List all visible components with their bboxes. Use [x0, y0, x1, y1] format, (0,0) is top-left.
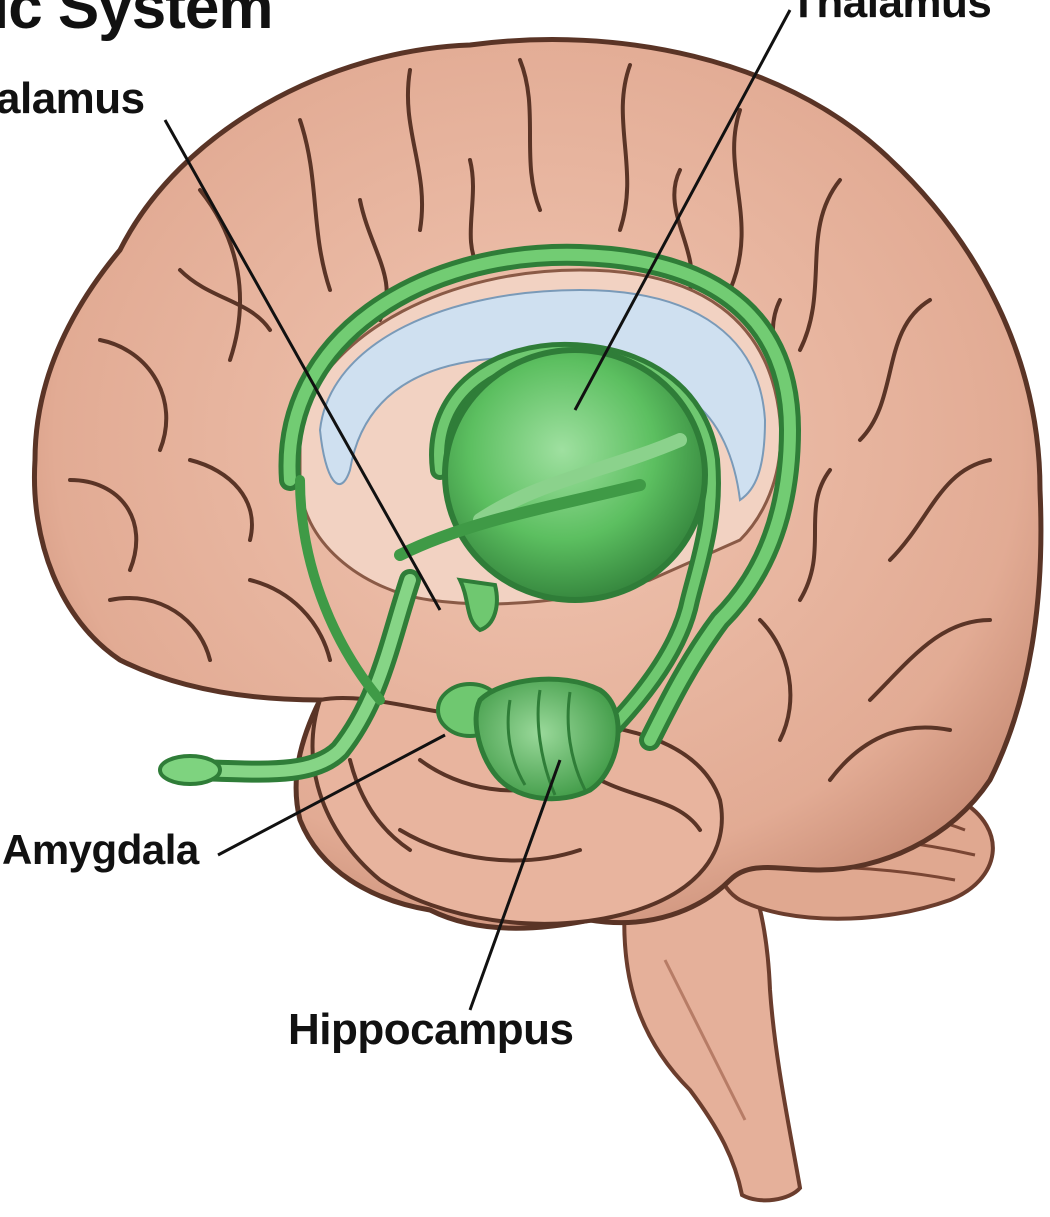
diagram-title: ic System: [0, 0, 273, 43]
hippocampus-label: Hippocampus: [288, 1005, 573, 1055]
olfactory-bulb: [160, 756, 220, 784]
brainstem: [624, 880, 800, 1200]
amygdala-label: Amygdala: [2, 826, 199, 874]
thalamus-label: Thalamus: [790, 0, 991, 28]
hypothalamus-label: alamus: [0, 74, 145, 124]
hippocampus-structure: [476, 679, 618, 799]
